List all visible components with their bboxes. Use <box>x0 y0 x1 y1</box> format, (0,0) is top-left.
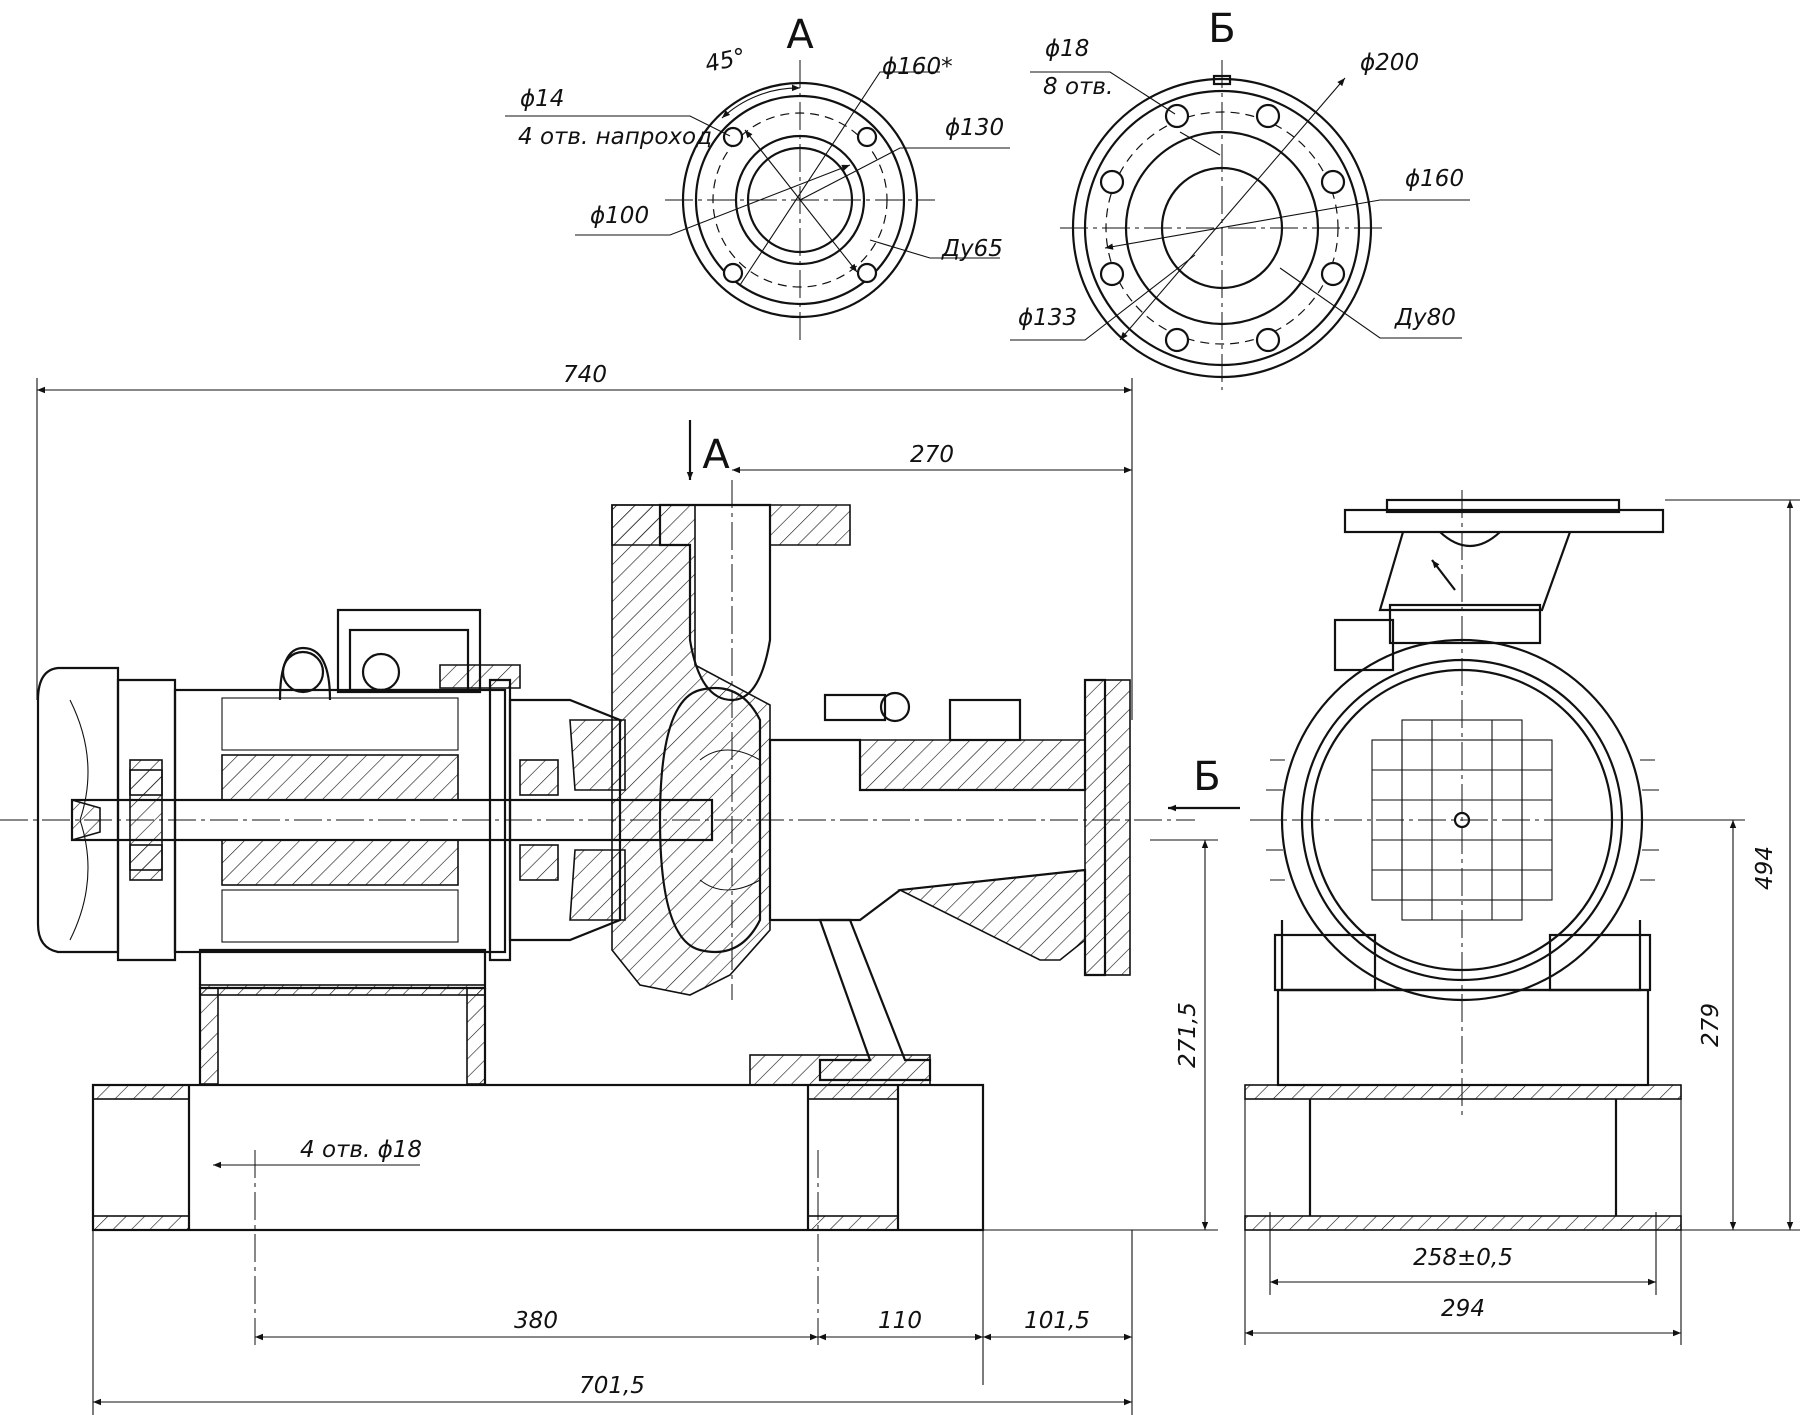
flange-a-view <box>505 60 1010 340</box>
fan-grille <box>1371 719 1553 921</box>
dim-base-length: 701,5 <box>579 1373 645 1399</box>
flange-a-hole-note: 4 отв. напроход <box>518 124 712 150</box>
end-view <box>1244 490 1800 1345</box>
base-holes-note: 4 отв. ϕ18 <box>300 1137 422 1163</box>
side-view <box>0 378 1240 1415</box>
view-label-b: Б <box>1208 6 1235 52</box>
flange-a-spigot: ϕ100 <box>590 203 649 229</box>
bolt-hole <box>1099 169 1125 195</box>
bolt-hole <box>1099 261 1125 287</box>
dim-end-shaft-height: 279 <box>1698 1003 1724 1047</box>
dim-shaft-height-side: 271,5 <box>1175 1002 1201 1068</box>
flange-b-hole-count: 8 отв. <box>1043 74 1113 100</box>
dim-mid: 110 <box>878 1308 922 1334</box>
section-marker-b: Б <box>1193 754 1220 800</box>
flange-b-outer: ϕ200 <box>1360 50 1419 76</box>
flange-b-hole-dia: ϕ18 <box>1045 36 1089 62</box>
dim-end-total-height: 494 <box>1752 846 1778 890</box>
flange-b-pcd: ϕ160 <box>1405 166 1464 192</box>
bolt-hole <box>1164 103 1190 129</box>
bolt-hole <box>722 126 744 148</box>
bolt-hole <box>1320 169 1346 195</box>
dim-discharge-offset: 270 <box>910 442 954 468</box>
bolt-hole <box>1164 327 1190 353</box>
bolt-hole <box>856 262 878 284</box>
flange-a-raised-face: ϕ130 <box>945 115 1004 141</box>
flange-a-hole-dia: ϕ14 <box>520 86 564 112</box>
view-label-a: А <box>786 12 814 58</box>
flange-b-dn: Ду80 <box>1394 305 1456 331</box>
dim-end-hole-spacing: 258±0,5 <box>1413 1245 1513 1271</box>
dim-hole-spacing: 380 <box>514 1308 558 1334</box>
flange-a-angle: 45° <box>703 44 748 78</box>
bolt-hole <box>1255 103 1281 129</box>
flange-a-dn: Ду65 <box>941 236 1003 262</box>
bolt-hole <box>722 262 744 284</box>
flange-b-raised-face: ϕ133 <box>1018 305 1077 331</box>
bolt-hole <box>1320 261 1346 287</box>
dim-end: 101,5 <box>1024 1308 1090 1334</box>
flange-b-view <box>1010 60 1470 390</box>
flange-a-pcd: ϕ160* <box>882 54 953 80</box>
dim-end-base-width: 294 <box>1441 1296 1485 1322</box>
dim-overall-length: 740 <box>563 362 607 388</box>
bolt-hole <box>1255 327 1281 353</box>
section-marker-a: А <box>702 432 730 478</box>
bolt-hole <box>856 126 878 148</box>
